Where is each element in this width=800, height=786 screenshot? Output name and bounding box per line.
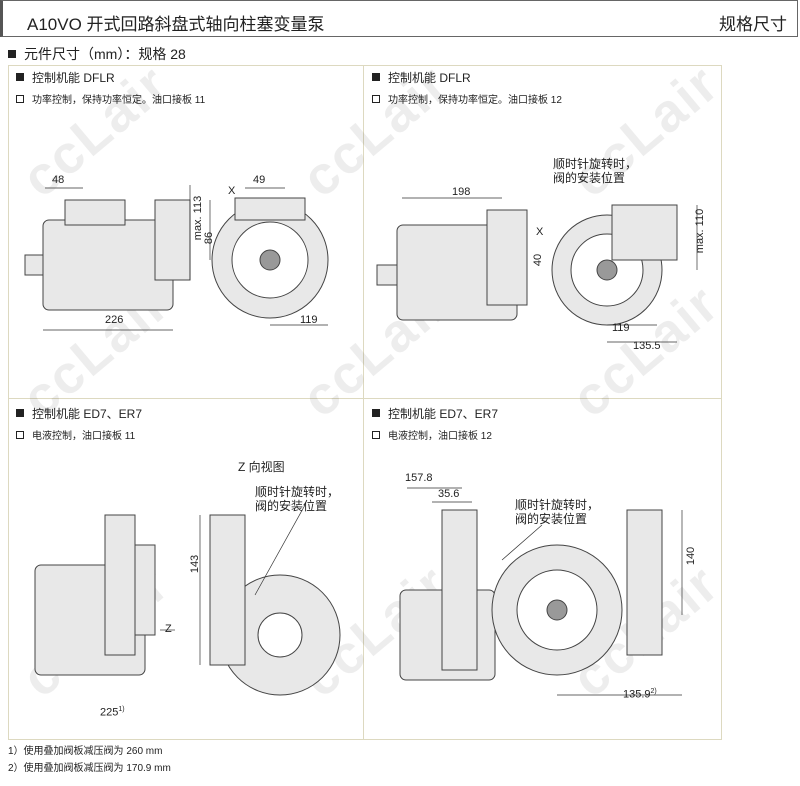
panel-subtitle: 电液控制，油口接板 11 (16, 427, 135, 442)
dimension-label: 48 (52, 174, 65, 186)
annotation-note: 顺时针旋转时， 阀的安装位置 (553, 157, 638, 185)
panel-title: 控制机能 DFLR (16, 69, 115, 86)
pump-drawing-side-front (376, 197, 698, 343)
annotation-note: 顺时针旋转时， 阀的安装位置 (255, 485, 340, 513)
page-title: A10VO 开式回路斜盘式轴向柱塞变量泵 (27, 15, 325, 34)
panel-title: 控制机能 DFLR (372, 69, 471, 86)
dimension-label: 49 (253, 174, 266, 186)
dimension-label: 2251) (100, 706, 125, 719)
dimension-label: 157.8 (405, 472, 433, 484)
panel-subtitle: 功率控制，保持功率恒定。油口接板 11 (16, 91, 205, 106)
divider (8, 398, 722, 399)
dimension-label: 198 (452, 186, 471, 198)
dimension-label: 135.92) (623, 688, 657, 701)
dimension-label: max. 110 (694, 208, 707, 254)
footnote: 1）使用叠加阀板减压阀为 260 mm (8, 746, 163, 757)
pump-drawing-ed7 (399, 487, 683, 696)
view-label: Z 向视图 (238, 460, 285, 474)
dimension-label: 143 (189, 554, 202, 574)
panel-title: 控制机能 ED7、ER7 (372, 405, 498, 422)
section-heading: 元件尺寸（mm）：规格 28 (8, 44, 186, 64)
pump-drawing-ed7 (34, 505, 341, 696)
annotation-note: 顺时针旋转时， 阀的安装位置 (515, 498, 600, 526)
dimension-label: 40 (532, 253, 545, 267)
footnote: 2）使用叠加阀板减压阀为 170.9 mm (8, 763, 171, 774)
dimension-label: 86 (203, 231, 216, 245)
dimension-label: X (536, 226, 544, 238)
dimension-label: 119 (612, 322, 630, 334)
dimension-label: Z (165, 623, 172, 635)
bullet-square-icon (8, 50, 16, 58)
dimension-label: 226 (105, 314, 124, 326)
panel-title: 控制机能 ED7、ER7 (16, 405, 142, 422)
dimension-label: max. 113 (192, 195, 205, 241)
page-header: A10VO 开式回路斜盘式轴向柱塞变量泵 规格尺寸 (0, 0, 798, 37)
page-section-label: 规格尺寸 (719, 15, 787, 34)
panel-subtitle: 功率控制，保持功率恒定。油口接板 12 (372, 91, 562, 106)
dimension-label: 35.6 (438, 488, 460, 500)
dimension-label: 119 (300, 314, 318, 326)
dimension-label: 140 (685, 546, 698, 566)
pump-drawing-side-front (24, 185, 329, 331)
panel-subtitle: 电液控制，油口接板 12 (372, 427, 492, 442)
divider (363, 65, 364, 740)
dimension-label: X (228, 185, 236, 197)
drawing-grid (8, 65, 722, 740)
section-title: 元件尺寸（mm）：规格 28 (24, 46, 186, 62)
dimension-label: 135.5 (633, 340, 661, 352)
